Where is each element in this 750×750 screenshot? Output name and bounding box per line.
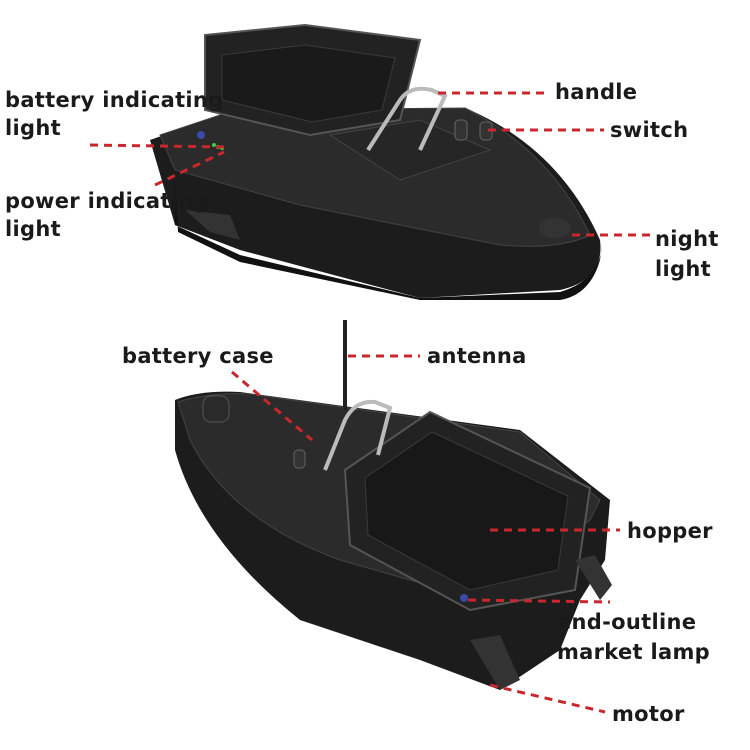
leader-battery-case (231, 370, 313, 442)
bottom-boat (175, 320, 612, 690)
leader-power-indicating-light (154, 150, 225, 187)
label-end-outline-market-lamp: end-outline market lamp (557, 607, 710, 667)
switch-knob (454, 119, 468, 141)
label-antenna: antenna (427, 344, 527, 368)
top-hopper-inside (221, 44, 396, 123)
end-outline-lamp (460, 594, 468, 602)
bottom-motor-2 (575, 555, 612, 600)
label-line: power indicating (5, 189, 209, 213)
label-line: light (5, 217, 61, 241)
bottom-motor (470, 635, 520, 690)
night-light-lens (539, 218, 571, 238)
battery-indicator-blue-lamp (197, 131, 205, 139)
label-line: light (5, 116, 61, 140)
label-handle: handle (555, 80, 638, 104)
leader-lines (89, 91, 650, 714)
top-boat (150, 23, 602, 300)
label-line: market lamp (557, 640, 710, 664)
label-battery-indicating-light: battery indicating light (5, 86, 224, 142)
leader-end-outline-market-lamp (467, 598, 611, 604)
bottom-switch-knob (293, 449, 306, 469)
leader-battery-indicating-light (89, 143, 229, 149)
leader-motor (489, 683, 606, 714)
label-switch: switch (610, 118, 689, 142)
label-line: end-outline (557, 610, 697, 634)
top-deck (159, 107, 591, 247)
top-hull-side (175, 180, 602, 300)
label-battery-case: battery case (122, 344, 274, 368)
label-hopper: hopper (627, 519, 713, 543)
label-line: night (655, 227, 719, 251)
top-motor-bracket (185, 210, 240, 240)
label-power-indicating-light: power indicating light (5, 187, 209, 243)
label-line: battery indicating (5, 88, 224, 112)
bottom-hopper-inside (364, 431, 569, 591)
label-night-light: night light (655, 224, 719, 284)
top-hatch (328, 119, 492, 181)
label-motor: motor (612, 702, 685, 726)
bottom-cylinder (202, 395, 230, 423)
handle-icon (366, 86, 448, 152)
label-line: light (655, 257, 711, 281)
bottom-handle (323, 399, 393, 471)
